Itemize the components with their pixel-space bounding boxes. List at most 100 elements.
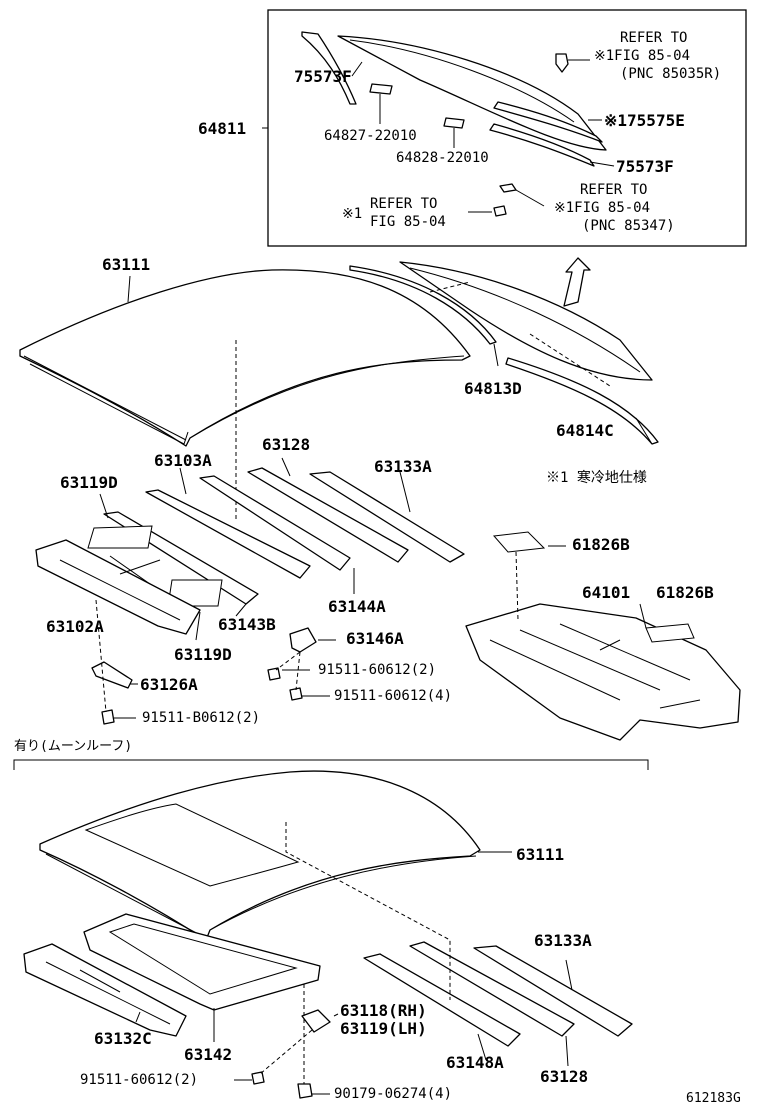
label-63111-upper: 63111 bbox=[102, 255, 151, 274]
label-inset-75573f-top: 75573F bbox=[294, 67, 352, 86]
label-63144a: 63144A bbox=[328, 597, 386, 616]
label-63148a: 63148A bbox=[446, 1053, 504, 1072]
roof-panel-upper bbox=[19, 269, 471, 447]
label-63128-upper: 63128 bbox=[262, 435, 311, 454]
refer-top-line3: (PNC 85035R) bbox=[620, 66, 722, 82]
dash-window-lower bbox=[529, 333, 611, 387]
label-61826b-a: 61826B bbox=[572, 535, 630, 554]
refer-top-fig: FIG 85-04 bbox=[614, 48, 691, 64]
inset-leader-1 bbox=[351, 61, 363, 77]
inset-tag-64828 bbox=[443, 117, 465, 129]
inset-leader-5 bbox=[589, 161, 615, 167]
refer-right-line3: (PNC 85347) bbox=[582, 218, 675, 234]
refer-right-fig: FIG 85-04 bbox=[574, 200, 651, 216]
part-175575e: 175575E bbox=[617, 111, 685, 130]
inset-leader-8 bbox=[515, 189, 545, 207]
label-63128-lower: 63128 bbox=[540, 1067, 589, 1086]
inset-tag-64827 bbox=[369, 83, 393, 95]
inset-clip-mid bbox=[499, 183, 517, 193]
label-63119d-bottom: 63119D bbox=[174, 645, 232, 664]
mark-symbol: ※ bbox=[604, 111, 618, 130]
back-window-upper bbox=[399, 261, 653, 381]
label-64813d: 64813D bbox=[464, 379, 522, 398]
label-bolt-b0612-2: 91511-B0612(2) bbox=[142, 710, 261, 726]
label-64814c: 64814C bbox=[556, 421, 614, 440]
nut-lower-2 bbox=[297, 1083, 313, 1099]
label-lower-bolt-1: 91511-60612(2) bbox=[80, 1072, 199, 1088]
refer-top-line2: ※1FIG 85-04 bbox=[594, 48, 690, 64]
bracket-63118-63119 bbox=[301, 1009, 331, 1033]
refer-right-line2: ※1FIG 85-04 bbox=[554, 200, 650, 216]
refer-right-mark: ※1 bbox=[554, 200, 575, 216]
sheet-63119d-top bbox=[87, 525, 153, 549]
figure-code: 612183G bbox=[686, 1091, 741, 1106]
label-63103a: 63103A bbox=[154, 451, 212, 470]
roof-rail bbox=[29, 363, 189, 445]
bracket-63146a bbox=[289, 627, 317, 653]
back-window-edge bbox=[409, 267, 641, 373]
label-moonroof-header: 有り(ムーンルーフ) bbox=[14, 739, 133, 754]
refer-left-line1: REFER TO bbox=[370, 196, 438, 212]
rail-63128-upper bbox=[199, 475, 351, 571]
label-inset-75573f-bottom: 75573F bbox=[616, 157, 674, 176]
label-64827: 64827-22010 bbox=[324, 128, 417, 144]
bracket-63126a bbox=[91, 661, 133, 689]
label-64101: 64101 bbox=[582, 583, 631, 602]
bolt-lower-1 bbox=[251, 1071, 265, 1085]
label-64811: 64811 bbox=[198, 119, 247, 138]
refer-top-mark: ※1 bbox=[594, 48, 615, 64]
label-63119d-top: 63119D bbox=[60, 473, 118, 492]
label-bolt-60612-4: 91511-60612(4) bbox=[334, 688, 453, 704]
label-61826b-b: 61826B bbox=[656, 583, 714, 602]
label-lower-bolt-2: 90179-06274(4) bbox=[334, 1086, 453, 1102]
leaders-lower bbox=[135, 851, 573, 1095]
note-cold-region: ※1 寒冷地仕様 bbox=[546, 470, 647, 486]
moulding-64813d bbox=[349, 265, 497, 345]
inset-moulding-75573f-top bbox=[301, 31, 357, 105]
panel-64101-detail bbox=[489, 623, 701, 709]
section-divider bbox=[13, 759, 649, 770]
inset-moulding-75573f-bottom bbox=[489, 123, 595, 167]
moonroof-opening bbox=[84, 803, 300, 887]
rail-63148a bbox=[363, 953, 521, 1047]
header-detail bbox=[59, 555, 181, 621]
label-64828: 64828-22010 bbox=[396, 150, 489, 166]
label-175575e: ※175575E bbox=[604, 112, 685, 130]
rail-63103a bbox=[145, 489, 311, 579]
label-63142: 63142 bbox=[184, 1045, 233, 1064]
label-63111-lower: 63111 bbox=[516, 845, 565, 864]
refer-top-line1: REFER TO bbox=[620, 30, 688, 46]
label-63118: 63118(RH) bbox=[340, 1001, 427, 1020]
frame-63142-inner bbox=[108, 923, 298, 995]
roof-edge-front bbox=[23, 355, 187, 441]
inset-glass-edge bbox=[349, 39, 575, 123]
sheet-61826b-b bbox=[645, 623, 695, 643]
label-63126a: 63126A bbox=[140, 675, 198, 694]
header-63132c bbox=[23, 943, 187, 1037]
rail-63133a-upper bbox=[309, 471, 465, 563]
label-bolt-60612-2: 91511-60612(2) bbox=[318, 662, 437, 678]
rail-63144a bbox=[247, 467, 409, 563]
roof-lower-edge bbox=[45, 853, 477, 939]
label-63133a-lower: 63133A bbox=[534, 931, 592, 950]
inset-clip-top bbox=[555, 53, 569, 73]
refer-left-line2: FIG 85-04 bbox=[370, 214, 446, 230]
dash-centre-lower bbox=[285, 822, 451, 1000]
refer-left-mark: ※1 bbox=[342, 206, 363, 222]
panel-64101 bbox=[465, 603, 741, 741]
inset-clip-bottom bbox=[493, 205, 507, 217]
bolt-91511-60612-4 bbox=[289, 687, 303, 701]
dash-61826b bbox=[515, 551, 519, 621]
dash-lower-bolts bbox=[259, 984, 313, 1084]
dash-bolts bbox=[95, 599, 301, 713]
sheet-61826b-a bbox=[492, 531, 546, 553]
rail-63128-lower bbox=[409, 941, 575, 1037]
label-63146a: 63146A bbox=[346, 629, 404, 648]
refer-right-line1: REFER TO bbox=[580, 182, 648, 198]
leaders-upper bbox=[99, 275, 653, 719]
label-63102a: 63102A bbox=[46, 617, 104, 636]
header-63102a bbox=[35, 539, 201, 635]
label-63132c: 63132C bbox=[94, 1029, 152, 1048]
